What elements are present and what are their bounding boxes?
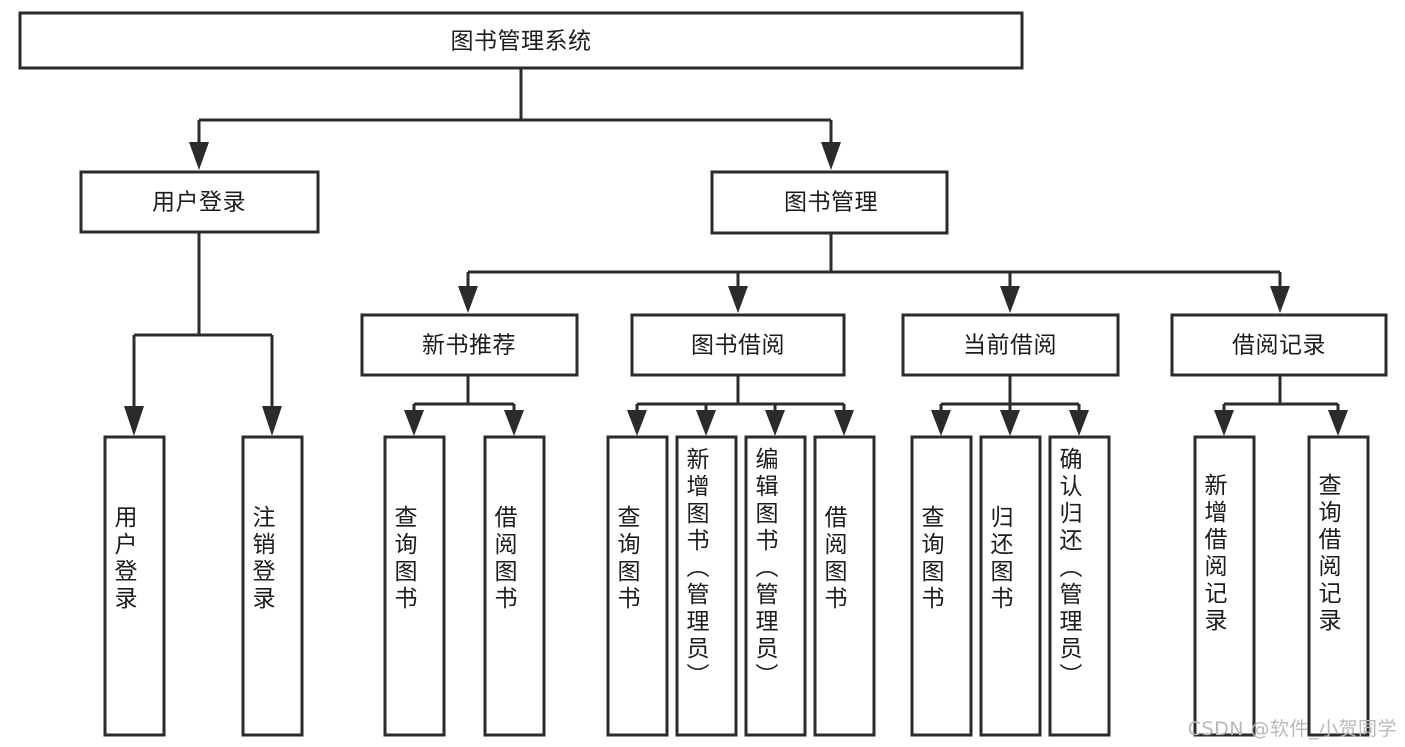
node-leaf-return-book-box[interactable] bbox=[979, 435, 1042, 737]
arrow-head-user-login bbox=[189, 142, 209, 170]
arrow-head-leaf-return-book bbox=[1000, 410, 1020, 436]
arrow-head-new-book-recommend bbox=[458, 286, 478, 313]
arrow-head-leaf-add-record bbox=[1214, 410, 1234, 436]
arrow-head-leaf-borrow-book-2 bbox=[834, 410, 854, 436]
node-leaf-borrow-book-2-box[interactable] bbox=[813, 435, 876, 737]
node-current-borrow-label: 当前借阅 bbox=[963, 333, 1057, 359]
node-book-manage-label: 图书管理 bbox=[784, 190, 878, 216]
arrow-head-leaf-borrow-book-1 bbox=[504, 410, 524, 436]
node-leaf-query-book-2-box[interactable] bbox=[606, 435, 669, 737]
node-leaf-edit-book-box[interactable] bbox=[744, 435, 807, 737]
node-user-login-label: 用户登录 bbox=[152, 190, 246, 216]
node-new-book-recommend-box[interactable] bbox=[360, 313, 579, 377]
arrow-head-leaf-query-book-1 bbox=[404, 410, 424, 436]
node-root-label: 图书管理系统 bbox=[451, 29, 592, 55]
leaf-box-group bbox=[103, 435, 1370, 737]
node-leaf-add-record-box[interactable] bbox=[1193, 435, 1256, 737]
node-leaf-confirm-return-box[interactable] bbox=[1048, 435, 1111, 737]
node-leaf-query-book-1-box[interactable] bbox=[383, 435, 446, 737]
node-new-book-recommend[interactable]: 新书推荐 bbox=[360, 313, 579, 377]
node-leaf-borrow-book-1-box[interactable] bbox=[483, 435, 546, 737]
arrow-head-leaf-confirm-return bbox=[1069, 410, 1089, 436]
node-new-book-recommend-label: 新书推荐 bbox=[422, 333, 516, 359]
arrow-head-leaf-query-book-2 bbox=[627, 410, 647, 436]
arrow-head-leaf-add-book bbox=[696, 410, 716, 436]
connector-group bbox=[124, 68, 1348, 436]
node-borrow-record[interactable]: 借阅记录 bbox=[1170, 313, 1388, 377]
node-book-borrow-box[interactable] bbox=[630, 313, 846, 377]
node-user-login-box[interactable] bbox=[79, 170, 320, 234]
arrow-head-leaf-query-book-3 bbox=[931, 410, 951, 436]
node-leaf-user-login-box[interactable] bbox=[103, 435, 166, 737]
arrow-head-leaf-user-login bbox=[124, 406, 144, 436]
arrow-head-leaf-query-record bbox=[1328, 410, 1348, 436]
watermark-text: CSDN @软件_小贺同学 bbox=[1187, 718, 1397, 740]
node-leaf-query-book-3-box[interactable] bbox=[910, 435, 973, 737]
node-leaf-add-book-box[interactable] bbox=[675, 435, 738, 737]
node-current-borrow[interactable]: 当前借阅 bbox=[901, 313, 1120, 377]
node-borrow-record-label: 借阅记录 bbox=[1232, 333, 1326, 359]
node-book-manage[interactable]: 图书管理 bbox=[710, 170, 949, 235]
arrow-head-current-borrow bbox=[1000, 286, 1020, 313]
node-root-box[interactable] bbox=[18, 11, 1024, 70]
node-book-borrow[interactable]: 图书借阅 bbox=[630, 313, 846, 377]
node-leaf-user-logout-box[interactable] bbox=[241, 435, 304, 737]
node-current-borrow-box[interactable] bbox=[901, 313, 1120, 377]
arrow-head-leaf-user-logout bbox=[262, 406, 282, 436]
arrow-head-book-borrow bbox=[728, 286, 748, 313]
node-user-login[interactable]: 用户登录 bbox=[79, 170, 320, 234]
arrow-head-book-manage bbox=[821, 142, 841, 170]
node-borrow-record-box[interactable] bbox=[1170, 313, 1388, 377]
arrow-head-leaf-edit-book bbox=[765, 410, 785, 436]
arrow-head-borrow-record bbox=[1270, 286, 1290, 313]
node-book-manage-box[interactable] bbox=[710, 170, 949, 235]
node-root[interactable]: 图书管理系统 bbox=[18, 11, 1024, 70]
node-leaf-query-record-box[interactable] bbox=[1307, 435, 1370, 737]
node-book-borrow-label: 图书借阅 bbox=[691, 333, 785, 359]
